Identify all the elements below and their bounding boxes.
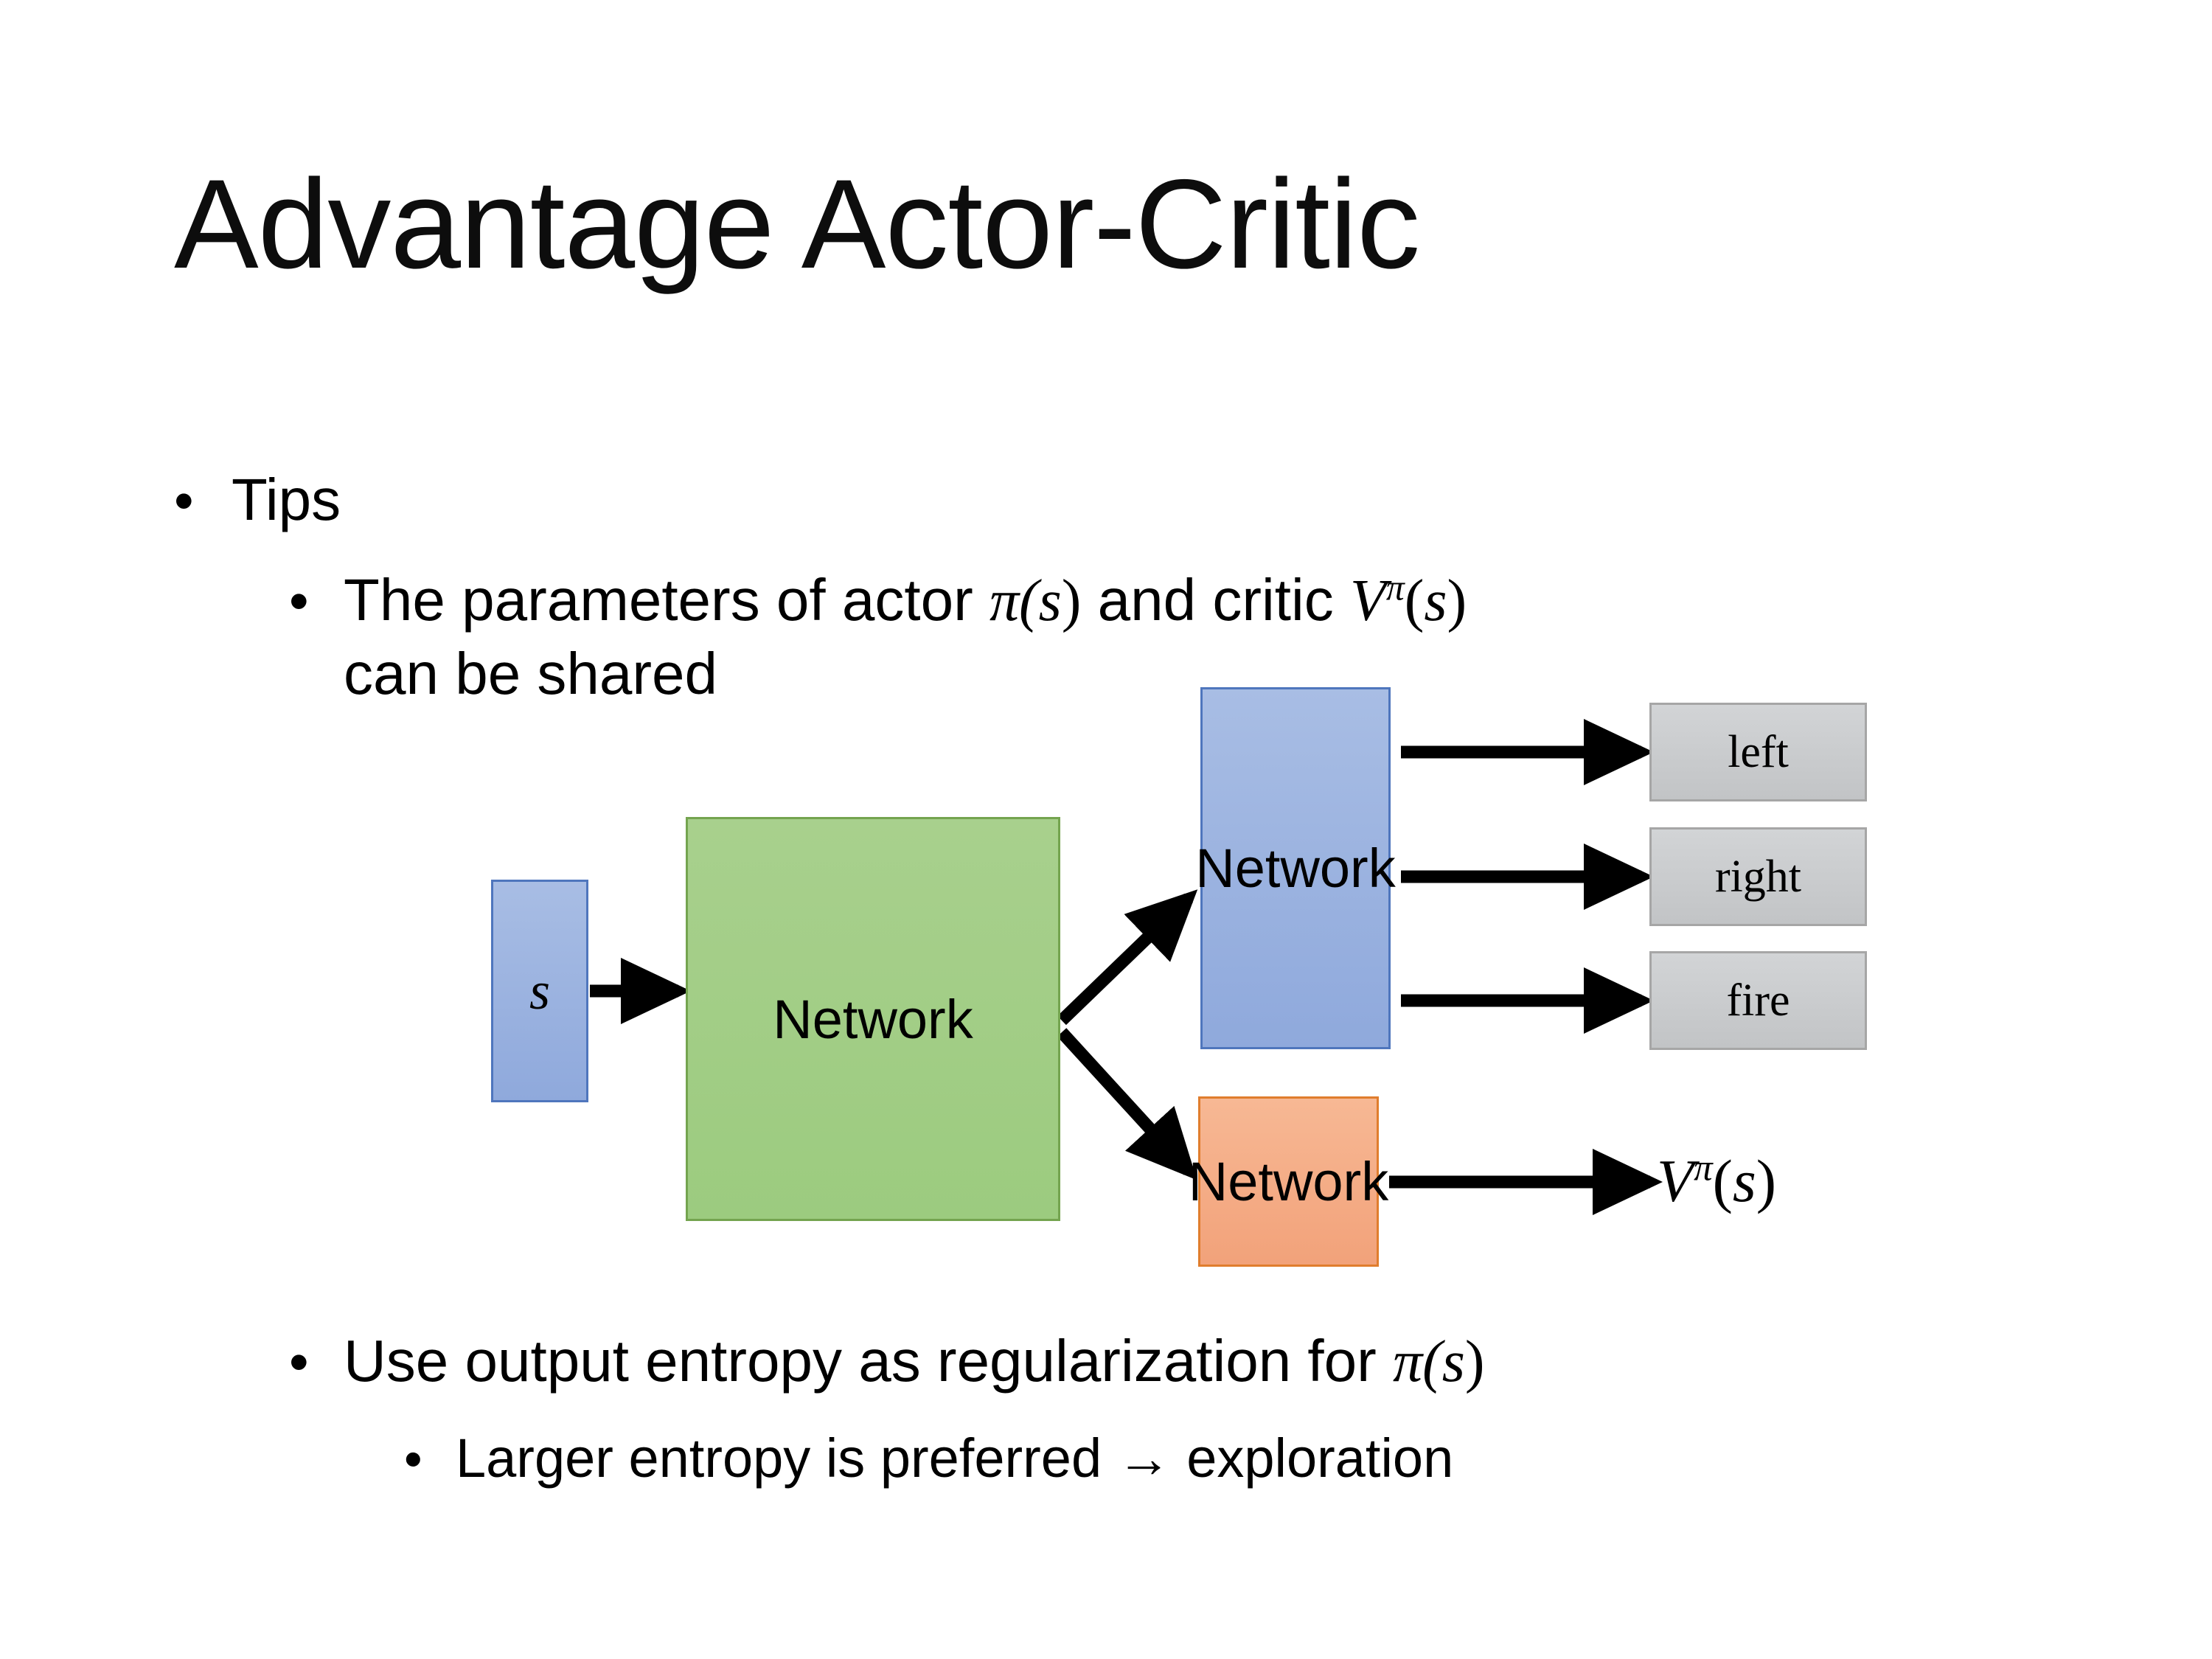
math-pi-open: π( — [1393, 1329, 1442, 1394]
diagram-input-state-label: s — [529, 961, 551, 1020]
diagram-actor-network-box[interactable]: Network — [1195, 687, 1396, 1049]
math-value-V: V — [1657, 1147, 1694, 1214]
math-value-state-var: s — [1424, 568, 1447, 633]
math-value-V: V — [1350, 568, 1386, 633]
math-value-open-paren: ( — [1712, 1147, 1733, 1214]
math-value-open-paren: ( — [1404, 568, 1425, 633]
math-pi-close: ) — [1464, 1329, 1485, 1394]
bullet-glyph-icon: • — [174, 470, 194, 532]
diagram-action-output-right[interactable]: right — [1649, 827, 1867, 926]
diagram-critic-network-box[interactable]: Network — [1189, 1096, 1388, 1267]
diagram-action-label-fire: fire — [1726, 975, 1790, 1026]
diagram-shared-network-label: Network — [773, 988, 973, 1050]
text-parameters-middle: and critic — [1081, 567, 1351, 633]
diagram-critic-network-label: Network — [1188, 1151, 1389, 1212]
diagram-action-output-left[interactable]: left — [1649, 703, 1867, 801]
math-pi-open: π( — [989, 568, 1039, 633]
bullet-item-entropy-regularization: • Use output entropy as regularization f… — [289, 1327, 1485, 1396]
math-pi-close: ) — [1061, 568, 1082, 633]
bullet-label-tips: Tips — [232, 467, 341, 532]
bullet-glyph-icon: • — [289, 570, 309, 633]
arrow-shared-to-critic-network — [1057, 1028, 1197, 1180]
bullet-glyph-icon: • — [404, 1430, 422, 1488]
bullet-label-entropy-regularization: Use output entropy as regularization for… — [344, 1327, 1485, 1396]
diagram-action-label-right: right — [1714, 851, 1802, 902]
math-state-var: s — [1038, 568, 1062, 633]
bullet-label-shared-parameters: The parameters of actor π(s) and critic … — [344, 566, 1467, 635]
diagram-action-output-fire[interactable]: fire — [1649, 951, 1867, 1050]
bullet-label-can-be-shared: can be shared — [344, 641, 718, 706]
text-entropy-prefix: Use output entropy as regularization for — [344, 1328, 1394, 1394]
math-value-superscript-pi: π — [1694, 1147, 1713, 1189]
page-title: Advantage Actor-Critic — [174, 153, 1420, 295]
diagram-input-state-box[interactable]: s — [491, 880, 588, 1102]
diagram-value-output-label: Vπ(s) — [1657, 1147, 1776, 1216]
diagram-action-label-left: left — [1728, 726, 1789, 777]
diagram-actor-network-label: Network — [1195, 838, 1396, 899]
bullet-item-shared-parameters: • The parameters of actor π(s) and criti… — [289, 566, 1467, 635]
math-value-close-paren: ) — [1447, 568, 1467, 633]
arrow-shared-to-actor-network — [1057, 889, 1198, 1026]
bullet-glyph-icon: • — [289, 1331, 309, 1394]
bullet-item-larger-entropy: • Larger entropy is preferred → explorat… — [404, 1427, 1453, 1489]
math-value-close-paren: ) — [1756, 1147, 1777, 1214]
bullet-item-tips: • Tips — [174, 466, 341, 534]
text-parameters-prefix: The parameters of actor — [344, 567, 990, 633]
diagram-shared-network-box[interactable]: Network — [686, 817, 1060, 1221]
math-value-state-var: s — [1732, 1147, 1756, 1214]
math-value-superscript-pi: π — [1385, 567, 1405, 608]
bullet-label-larger-entropy: Larger entropy is preferred → exploratio… — [456, 1427, 1454, 1489]
math-state-var: s — [1441, 1329, 1465, 1394]
